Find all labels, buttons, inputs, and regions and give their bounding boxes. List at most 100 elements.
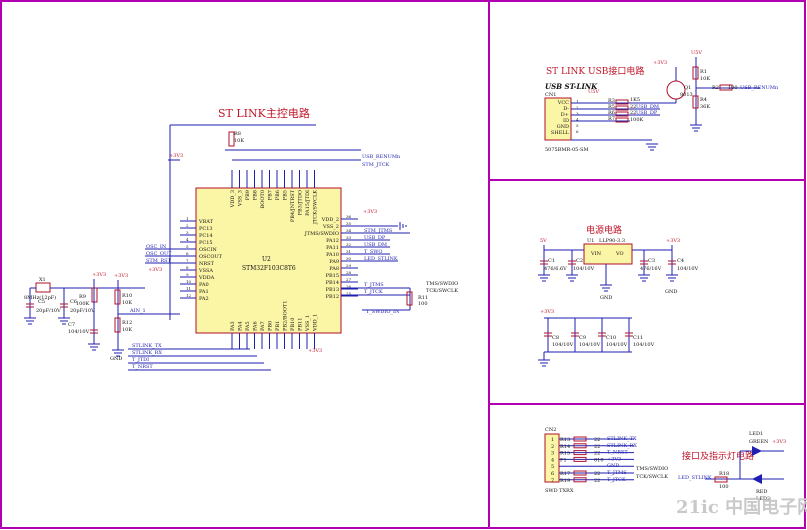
mcu-bottom-pin-name: VDD_1: [313, 314, 319, 332]
mcu-left-pin-num: 2: [186, 223, 189, 228]
pwr-3v3-reg: +3V3: [666, 238, 680, 244]
mcu-bottom-pin-name: PA3: [230, 321, 236, 331]
decoup-cap-value: 104/10V: [579, 342, 601, 348]
mcu-bottom-pin-name: PB11: [298, 318, 304, 331]
cn2-row-ref: R14: [560, 444, 570, 450]
mcu-left-pin-name: PA0: [199, 282, 209, 288]
mcu-right-pin-name: PB13: [326, 287, 339, 293]
cn1-pin-num: 1: [576, 99, 579, 104]
cn1-pin-num: 4: [576, 117, 579, 122]
led1-diode: [752, 446, 762, 456]
net-stm-jtck-mcu: STM_JTCK: [362, 162, 390, 168]
swd-alt-swclk: TCK/SWCLK: [636, 474, 668, 480]
u1-body: [583, 243, 633, 265]
r6-resistor: [615, 111, 629, 117]
pwr-3v3-vdd1: +3V3: [308, 348, 322, 354]
pwr-3v3-r10: +3V3: [114, 273, 128, 279]
r2-ref: R2: [712, 85, 719, 91]
mcu-ref: U2: [262, 256, 271, 263]
cn1-pin-name: GND: [557, 124, 569, 130]
r8-resistor: [228, 131, 235, 147]
mcu-left-pin-name: PA1: [199, 289, 209, 295]
c3-ref: C3: [648, 258, 655, 264]
gnd-label-c4: GND: [665, 289, 677, 295]
u1-gnd-label: GND: [600, 295, 612, 301]
led2-diode: [752, 474, 762, 484]
gnd-label-r12: GND: [110, 356, 122, 362]
cn2-pin-num: 6: [551, 471, 554, 477]
mcu-right-pin-num: 30: [346, 256, 352, 261]
net-osc-in: OSC_IN: [146, 244, 167, 250]
power-caps: [540, 260, 676, 265]
c1-value: 476/6.6V: [544, 266, 567, 272]
cn1-pin-name: VCC: [557, 100, 569, 106]
mcu-right-pin-num: 34: [346, 228, 352, 233]
decoup-cap-ref: C9: [579, 335, 586, 341]
mcu-right-pin-name: VDD_2: [321, 217, 339, 223]
mcu-right-pin-name: PA9: [329, 259, 339, 265]
xtal-body: [35, 282, 51, 293]
net-t-nrst-main: T_NRST: [132, 364, 153, 370]
pwr-u5v: U5V: [588, 89, 599, 95]
net-usb-renum-mcu: USB_RENUMn: [362, 154, 401, 160]
gnd-symbol-decoup: [538, 359, 550, 367]
c4-value: 104/10V: [677, 266, 699, 272]
mcu-left-pin-name: NRST: [199, 261, 215, 267]
cn1-pin-name: D-: [563, 106, 569, 112]
cn2-row-resistor: [573, 470, 587, 476]
swd-alt-swdio: TMS/SWDIO: [636, 466, 668, 472]
cn2-ref: CN2: [545, 427, 556, 433]
mcu-right-pin-name: PA11: [326, 245, 339, 251]
cn2-row-ref: R15: [560, 451, 570, 457]
mcu-right-pin-num: 27: [346, 277, 352, 282]
mcu-right-pin-num: 28: [346, 270, 352, 275]
pwr-3v3-mcu-top: +3V3: [169, 153, 183, 159]
u1-vin: VIN: [590, 251, 602, 257]
mcu-right-pin-name: JTMS/SWDIO: [304, 231, 339, 237]
decoup-cap-ref: C11: [633, 335, 643, 341]
mcu-left-pin-num: 10: [186, 279, 192, 284]
cn2-pin-num: 2: [551, 444, 554, 450]
mcu-right-pin-name: PB14: [326, 280, 339, 286]
mcu-left-pin-name: VDDA: [198, 275, 215, 281]
cn1-pin-name: ID: [563, 118, 569, 124]
cn2-row-value: 22: [594, 437, 600, 443]
r7-resistor: [615, 117, 629, 123]
cn1-pin-num: 6: [576, 129, 579, 134]
mcu-top-pin-name: PB5: [283, 190, 289, 200]
mcu-top-pin-name: PB6: [275, 190, 281, 200]
r10-resistor: [114, 289, 121, 305]
cn2-row-resistor: [573, 436, 587, 442]
mcu-top-pin-name: VSS_3: [238, 190, 244, 207]
q1-ref: Q1: [684, 85, 691, 91]
net-led-stlink-swd: LED_STLINK: [678, 475, 712, 481]
r9-value: 100K: [76, 301, 90, 307]
c6-ref: C6: [70, 299, 77, 305]
cn2-row-value: 010: [594, 457, 604, 463]
r18-ref: R18: [719, 471, 729, 477]
net-t-jtck: T_JTCK: [364, 289, 383, 295]
cn2-row-resistor: [573, 456, 587, 462]
r8-ref: R8: [234, 131, 241, 137]
r3-value: 1K5: [630, 97, 640, 103]
pwr-3v3-usb: +3V3: [653, 60, 667, 66]
net-usb-renum-usb: USB_RENUMn: [740, 85, 779, 91]
net-usb-dm-usb: USB_DM: [636, 104, 659, 110]
cn2-row-value: 22: [594, 444, 600, 450]
net-usb-dp-mcu: USB_DP: [364, 235, 386, 241]
r6-value: 22: [630, 110, 636, 116]
cn2-row-resistor: [573, 450, 587, 456]
mcu-part: STM32F103C8T6: [242, 265, 296, 272]
r1-ref: R1: [700, 69, 707, 75]
r4-ref: R4: [700, 97, 707, 103]
mcu-left-pin-name: PC14: [199, 233, 213, 239]
r11-resistor: [406, 291, 413, 306]
cn1-part: 5075BMR-05-SM: [545, 147, 589, 153]
r12-value: 10K: [122, 327, 132, 333]
cn2-row-ref: F1: [560, 457, 567, 463]
power-circuit-title: 电源电路: [586, 224, 622, 236]
mcu-top-pin-name: PB3/JTDO: [298, 190, 304, 215]
pwr-3v3-vdda: +3V3: [148, 267, 162, 273]
pwr-3v3-vdd2: +3V3: [363, 209, 377, 215]
